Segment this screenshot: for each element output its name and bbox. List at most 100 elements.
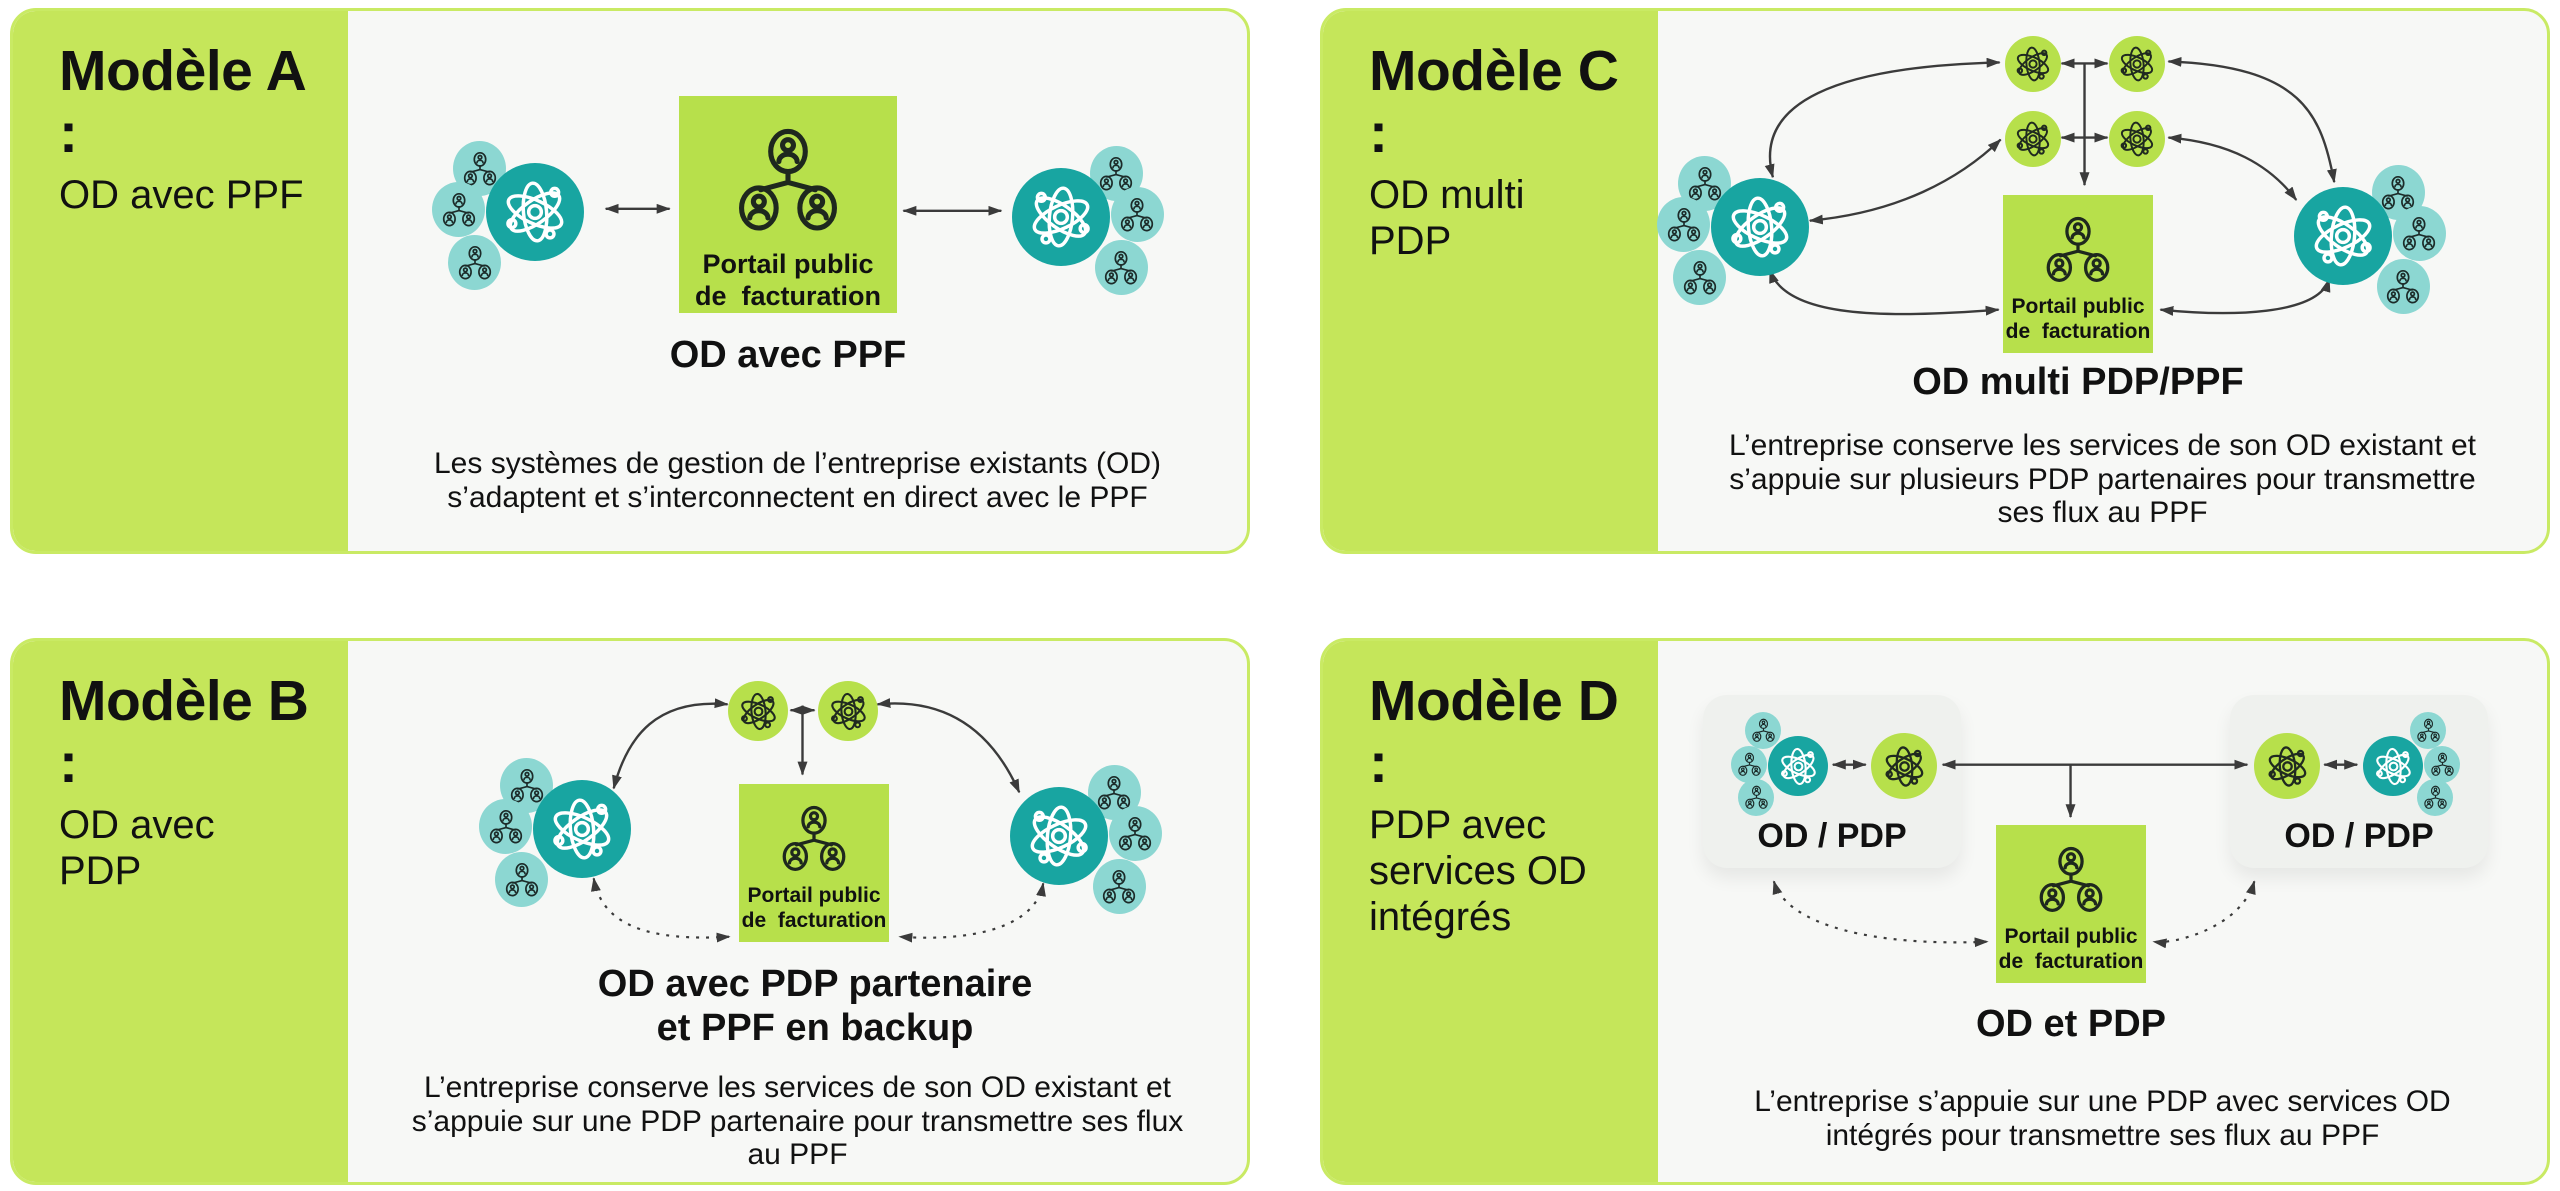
od-circle	[1768, 736, 1828, 796]
company-bubble	[1673, 250, 1726, 305]
diagram-description: L’entreprise conserve les services de so…	[1658, 429, 2547, 530]
connector-arrows	[1764, 56, 2337, 316]
model-d-card: Modèle D : PDP avec services OD intégrés…	[1320, 638, 2550, 1185]
od-circle	[2363, 736, 2423, 796]
org-chart-icon	[1682, 260, 1718, 296]
atom-icon	[1723, 190, 1797, 264]
ppf-box-label-line: de facturation	[2005, 319, 2151, 343]
atom-icon	[736, 689, 781, 734]
ppf-box-label-line: Portail public	[747, 884, 881, 907]
org-chart-icon	[457, 245, 493, 281]
atom-icon	[1024, 180, 1098, 254]
atom-icon	[826, 689, 871, 734]
pdp-circle	[2005, 36, 2061, 92]
company-bubble	[2410, 712, 2446, 749]
od-pdp-box-label: OD / PDP	[2284, 817, 2434, 855]
description-line: L’entreprise s’appuie sur une PDP avec s…	[1754, 1085, 2451, 1118]
model-c-subtitle: OD multi PDP	[1369, 173, 1525, 264]
od-circle	[2294, 187, 2392, 285]
atom-icon	[2371, 744, 2416, 789]
pdp-circle	[2005, 111, 2061, 167]
pdp-circle	[818, 681, 878, 741]
org-chart-icon	[488, 809, 524, 845]
atom-icon	[1022, 799, 1096, 873]
company-bubble	[1111, 187, 1164, 242]
company-bubble	[2417, 779, 2453, 816]
org-chart-icon	[509, 768, 545, 804]
org-chart-icon	[1118, 816, 1154, 852]
company-bubble	[1731, 746, 1767, 783]
diagram-label: OD multi PDP/PPF	[1912, 361, 2244, 403]
description-line: s’adaptent et s’interconnectent en direc…	[447, 480, 1148, 514]
description-line: ses flux au PPF	[1997, 496, 2208, 529]
org-chart-icon	[2402, 216, 2438, 252]
ppf-box: Portail public de facturation	[739, 784, 889, 942]
model-b-diagram: Portail public de facturation OD avec PD…	[348, 641, 1247, 1182]
atom-icon	[2116, 118, 2158, 160]
org-chart-icon	[1097, 775, 1133, 811]
model-b-card: Modèle B : OD avec PDP Po	[10, 638, 1250, 1185]
diagram-label-line: et PPF en backup	[656, 1006, 974, 1049]
model-c-diagram: Portail public de facturation OD multi P…	[1657, 11, 2547, 551]
company-bubble	[2424, 746, 2460, 783]
od-cluster-left	[1651, 124, 1815, 334]
od-cluster-right	[1006, 114, 1170, 324]
org-chart-icon	[441, 192, 477, 228]
atom-icon	[2116, 43, 2158, 85]
model-d-sidebar: Modèle D : PDP avec services OD intégrés	[1323, 641, 1658, 1182]
org-chart-icon	[1120, 197, 1156, 233]
org-chart-icon	[1666, 207, 1702, 243]
company-bubble	[1745, 712, 1781, 749]
atom-icon	[1880, 742, 1929, 791]
connector-arrows	[604, 203, 1003, 216]
connector-arrows	[1772, 759, 2359, 949]
pdp-circle	[728, 681, 788, 741]
pdp-circle	[2254, 733, 2320, 799]
model-d-subtitle: PDP avec services OD intégrés	[1369, 803, 1587, 940]
model-b-subtitle: OD avec PDP	[59, 803, 215, 894]
od-circle	[1711, 178, 1809, 276]
ppf-box-label-line: de facturation	[741, 908, 887, 932]
model-c-card: Modèle C : OD multi PDP	[1320, 8, 2550, 554]
description-line: au PPF	[747, 1138, 848, 1171]
org-chart-icon	[462, 151, 498, 187]
model-d-diagram: OD / PDP OD / PDP Portail public de fact…	[1658, 641, 2547, 1182]
model-c-title: Modèle C :	[1369, 39, 1619, 165]
atom-icon	[2012, 43, 2054, 85]
company-bubble	[2393, 206, 2446, 261]
ppf-box-label: Portail public de facturation	[742, 884, 887, 934]
org-chart-icon	[2386, 269, 2422, 305]
ppf-box: Portail public de facturation	[679, 96, 897, 313]
description-line: s’appuie sur plusieurs PDP partenaires p…	[1729, 462, 2476, 496]
ppf-box-label-line: Portail public	[2004, 925, 2138, 948]
od-circle	[486, 163, 584, 261]
pdp-circle	[2109, 111, 2165, 167]
od-cluster-left	[473, 726, 637, 936]
od-cluster-right	[1004, 733, 1168, 943]
model-a-diagram: Portail public de facturation OD avec PP…	[348, 11, 1247, 551]
org-chart-icon	[779, 804, 849, 874]
model-c-sidebar: Modèle C : OD multi PDP	[1323, 11, 1658, 551]
model-a-sidebar: Modèle A : OD avec PPF	[13, 11, 348, 551]
company-bubble	[1109, 806, 1162, 861]
ppf-box-label-line: de facturation	[1998, 949, 2144, 973]
description-line: s’appuie sur une PDP partenaire pour tra…	[411, 1104, 1184, 1138]
diagram-description: L’entreprise s’appuie sur une PDP avec s…	[1658, 1085, 2547, 1152]
model-a-card: Modèle A : OD avec PPF Portail public de…	[10, 8, 1250, 554]
atom-icon	[498, 175, 572, 249]
ppf-box-label: Portail public de facturation	[2006, 295, 2151, 345]
od-circle	[533, 780, 631, 878]
description-line: L’entreprise conserve les services de so…	[423, 1071, 1172, 1104]
diagram-label: OD avec PPF	[669, 334, 907, 376]
org-chart-icon	[1744, 785, 1769, 810]
company-bubble	[1093, 859, 1146, 914]
org-chart-icon	[2423, 785, 2448, 810]
company-bubble	[2377, 259, 2430, 314]
org-chart-icon	[504, 862, 540, 898]
diagram-description: Les systèmes de gestion de l’entreprise …	[348, 447, 1247, 514]
pdp-circle	[2109, 36, 2165, 92]
org-chart-icon	[1099, 156, 1135, 192]
company-bubble	[448, 235, 501, 290]
org-chart-icon	[1687, 166, 1723, 202]
